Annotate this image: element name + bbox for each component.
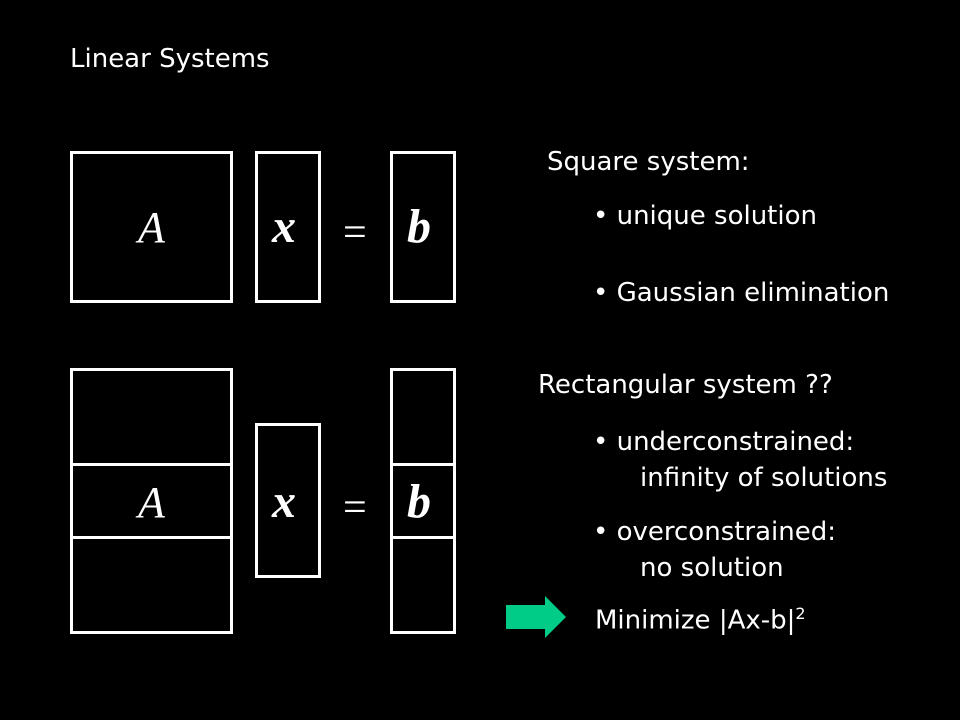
equals-sign: = [343, 210, 367, 256]
minimize-expression: Minimize |Ax-b| [595, 605, 796, 636]
rect-over-detail: no solution [640, 553, 784, 583]
rect-over-label: • overconstrained: [593, 517, 837, 547]
vector-x-rect-label: x [272, 475, 296, 528]
rect-under-detail: infinity of solutions [640, 463, 888, 493]
matrix-a-divider-top [70, 463, 233, 466]
matrix-a-divider-bottom [70, 536, 233, 539]
square-bullet-gaussian: • Gaussian elimination [593, 278, 890, 308]
vector-b-rect [390, 368, 456, 634]
right-arrow-icon [506, 596, 566, 638]
vector-b-divider-bottom [390, 536, 456, 539]
minimize-text: Minimize |Ax-b|2 [595, 604, 806, 637]
matrix-a-rect [70, 368, 233, 634]
vector-x-label: x [272, 200, 296, 253]
minimize-exponent: 2 [795, 604, 806, 623]
matrix-a-square [70, 151, 233, 303]
equals-sign-rect: = [343, 485, 367, 531]
square-bullet-unique: • unique solution [593, 201, 817, 231]
rect-heading: Rectangular system ?? [538, 370, 833, 400]
vector-b-rect-label: b [407, 475, 431, 528]
rect-under-label: • underconstrained: [593, 427, 855, 457]
vector-b-label: b [407, 200, 431, 253]
vector-b-square [390, 151, 456, 303]
slide-title: Linear Systems [70, 44, 270, 74]
matrix-a-rect-label: A [138, 478, 165, 527]
vector-x-rect [255, 423, 321, 578]
square-heading: Square system: [547, 147, 750, 177]
vector-b-divider-top [390, 463, 456, 466]
vector-x-square [255, 151, 321, 303]
matrix-a-label: A [138, 203, 165, 252]
